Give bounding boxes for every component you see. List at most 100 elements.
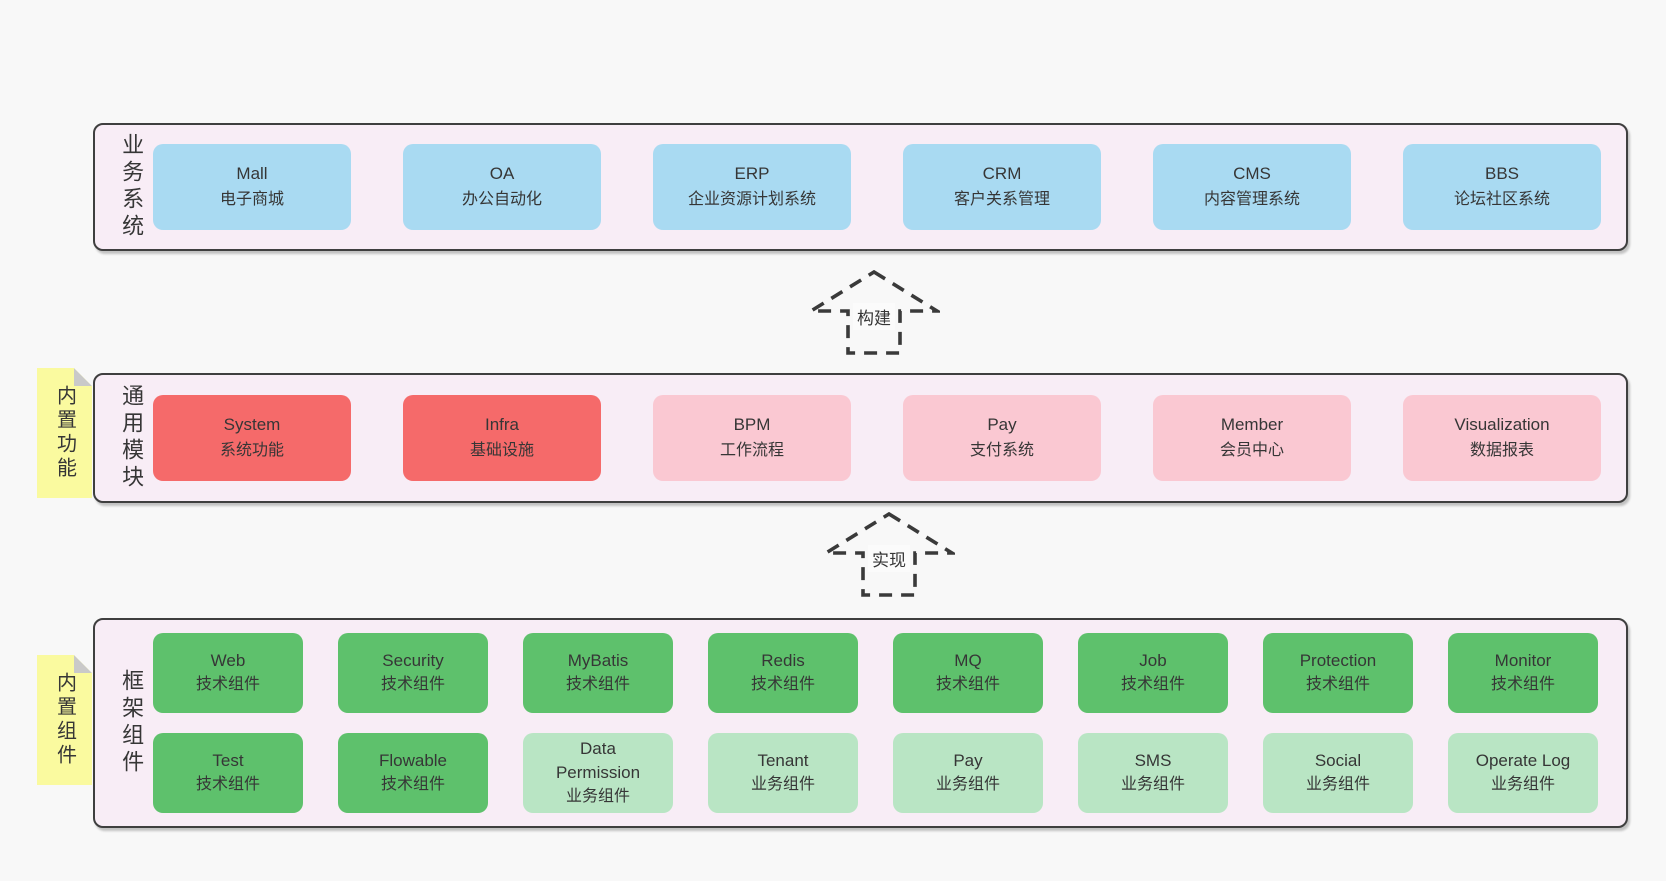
module-box-data-permission: Data Permission 业务组件 [523,733,673,813]
module-name: Tenant [757,751,809,770]
module-box-operate-log: Operate Log 业务组件 [1448,733,1598,813]
module-desc: 工作流程 [719,442,784,459]
module-desc: 论坛社区系统 [1453,191,1550,208]
module-name: Member [1220,415,1284,434]
module-box-bbs: BBS 论坛社区系统 [1403,144,1601,230]
module-desc: 业务组件 [1120,776,1185,793]
up-arrow-icon [808,270,940,355]
module-desc: 技术组件 [380,676,445,693]
module-name: ERP [734,164,770,183]
module-box-redis: Redis 技术组件 [708,633,858,713]
module-box-monitor: Monitor 技术组件 [1448,633,1598,713]
module-box-protection: Protection 技术组件 [1263,633,1413,713]
up-arrow-icon [823,512,955,597]
dashed-up-arrow-build: 构建 [808,270,940,356]
module-box-cms: CMS 内容管理系统 [1153,144,1351,230]
module-name: Web [210,651,246,670]
module-name: Redis [761,651,805,670]
module-box-visualization: Visualization 数据报表 [1403,395,1601,481]
sticky-tag-label: 内置功能 [53,385,76,481]
section-label: 业务系统 [119,133,145,241]
folded-corner-icon [74,368,92,386]
module-desc: 技术组件 [1490,676,1555,693]
module-name: Infra [484,415,520,434]
module-box-pay: Pay 支付系统 [903,395,1101,481]
module-name: Social [1314,751,1362,770]
module-name: Data Permission [555,739,641,782]
module-desc: 业务组件 [935,776,1000,793]
module-box-job: Job 技术组件 [1078,633,1228,713]
module-name: Test [212,751,244,770]
module-desc: 企业资源计划系统 [687,191,816,208]
module-name: Pay [987,415,1017,434]
module-name: Mall [236,164,268,183]
module-desc: 技术组件 [1120,676,1185,693]
arrow-label: 实现 [868,545,910,572]
module-box-web: Web 技术组件 [153,633,303,713]
sticky-tag-label: 内置组件 [53,672,76,768]
module-name: Job [1139,651,1167,670]
module-name: Security [382,651,444,670]
arrow-label: 构建 [853,303,895,330]
module-desc: 技术组件 [195,676,260,693]
module-box-security: Security 技术组件 [338,633,488,713]
module-name: BBS [1484,164,1520,183]
module-box-tenant: Tenant 业务组件 [708,733,858,813]
module-box-social: Social 业务组件 [1263,733,1413,813]
module-box-sms: SMS 业务组件 [1078,733,1228,813]
sticky-tag-built-in-components: 内置组件 [37,655,92,785]
module-desc: 技术组件 [195,776,260,793]
module-name: MQ [954,651,982,670]
module-name: Flowable [378,751,448,770]
folded-corner-icon [74,655,92,673]
module-desc: 技术组件 [380,776,445,793]
module-desc: 电子商城 [219,191,284,208]
module-desc: 技术组件 [565,676,630,693]
module-desc: 技术组件 [1305,676,1370,693]
module-desc: 支付系统 [969,442,1034,459]
module-desc: 技术组件 [750,676,815,693]
module-box-flowable: Flowable 技术组件 [338,733,488,813]
module-box-mybatis: MyBatis 技术组件 [523,633,673,713]
module-desc: 会员中心 [1219,442,1284,459]
module-box-mall: Mall 电子商城 [153,144,351,230]
module-desc: 业务组件 [1490,776,1555,793]
module-box-mq: MQ 技术组件 [893,633,1043,713]
module-name: OA [489,164,515,183]
module-box-test: Test 技术组件 [153,733,303,813]
module-name: Monitor [1494,651,1552,670]
module-desc: 业务组件 [565,788,630,805]
module-name: BPM [733,415,771,434]
module-name: MyBatis [567,651,629,670]
dashed-up-arrow-implement: 实现 [823,512,955,598]
module-name: Operate Log [1475,751,1571,770]
module-box-oa: OA 办公自动化 [403,144,601,230]
module-name: SMS [1134,751,1172,770]
module-box-erp: ERP 企业资源计划系统 [653,144,851,230]
module-desc: 系统功能 [219,442,284,459]
module-box-bpm: BPM 工作流程 [653,395,851,481]
module-desc: 业务组件 [750,776,815,793]
module-desc: 内容管理系统 [1203,191,1300,208]
module-desc: 业务组件 [1305,776,1370,793]
module-desc: 客户关系管理 [953,191,1050,208]
module-name: Visualization [1454,415,1550,434]
module-desc: 办公自动化 [461,191,542,208]
module-desc: 数据报表 [1469,442,1534,459]
module-box-system: System 系统功能 [153,395,351,481]
module-name: Protection [1299,651,1377,670]
module-desc: 技术组件 [935,676,1000,693]
module-name: System [223,415,281,434]
module-name: CMS [1233,164,1271,183]
